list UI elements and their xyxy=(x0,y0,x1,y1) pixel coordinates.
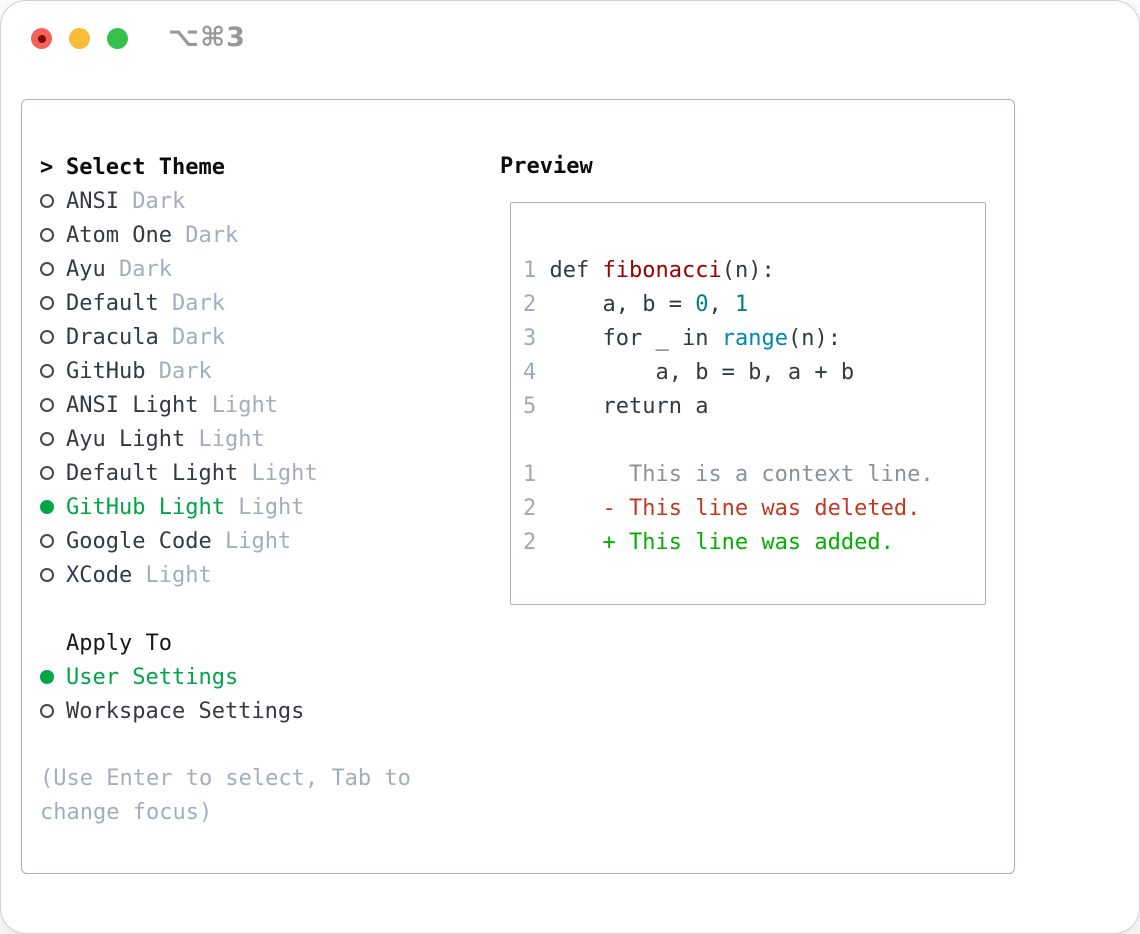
radio-selected-icon xyxy=(40,670,66,684)
spacer xyxy=(40,728,460,762)
theme-option-label: Ayu Light Light xyxy=(66,426,265,452)
theme-list-header: > Select Theme xyxy=(40,150,460,184)
theme-variant-tag: Dark xyxy=(171,290,225,316)
theme-option-label: Google Code Light xyxy=(66,528,292,554)
radio-icon xyxy=(40,296,66,310)
code-line: 1 def fibonacci(n): xyxy=(523,258,775,283)
code-line: 2 + This line was added. xyxy=(523,530,894,555)
code-line: 1 This is a context line. xyxy=(523,462,934,487)
theme-option-google-code[interactable]: Google Code Light xyxy=(40,524,460,558)
theme-variant-tag: Light xyxy=(224,528,292,554)
line-number: 1 xyxy=(523,462,550,487)
code-line: 2 - This line was deleted. xyxy=(523,496,921,521)
preview-title: Preview xyxy=(500,154,593,179)
theme-option-default[interactable]: Default Dark xyxy=(40,286,460,320)
radio-icon xyxy=(40,534,66,548)
theme-option-label: ANSI Dark xyxy=(66,188,186,214)
theme-option-atom-one[interactable]: Atom One Dark xyxy=(40,218,460,252)
window-title: ⌥⌘3 xyxy=(168,22,246,53)
theme-option-ayu[interactable]: Ayu Dark xyxy=(40,252,460,286)
radio-icon xyxy=(40,194,66,208)
spacer xyxy=(40,592,460,626)
line-number: 2 xyxy=(523,496,550,521)
apply-to-header: Apply To xyxy=(40,626,460,660)
apply-option-label: User Settings xyxy=(66,664,239,690)
apply-option-user-settings[interactable]: User Settings xyxy=(40,660,460,694)
theme-option-ayu-light[interactable]: Ayu Light Light xyxy=(40,422,460,456)
radio-selected-icon xyxy=(40,500,66,514)
preview-box: 1 def fibonacci(n): 2 a, b = 0, 1 3 for _ … xyxy=(510,202,986,605)
radio-icon xyxy=(40,364,66,378)
theme-option-label: ANSI Light Light xyxy=(66,392,278,418)
code-line: 4 a, b = b, a + b xyxy=(523,360,855,385)
apply-option-workspace-settings[interactable]: Workspace Settings xyxy=(40,694,460,728)
code-line xyxy=(523,424,985,458)
line-number: 5 xyxy=(523,394,550,419)
radio-icon xyxy=(40,432,66,446)
traffic-lights xyxy=(31,28,128,49)
zoom-button[interactable] xyxy=(107,28,128,49)
close-button[interactable] xyxy=(31,28,52,49)
theme-variant-tag: Dark xyxy=(119,256,172,282)
radio-icon xyxy=(40,262,66,276)
theme-variant-tag: Light xyxy=(238,494,305,520)
line-number: 2 xyxy=(523,292,550,317)
code-line: 2 a, b = 0, 1 xyxy=(523,292,749,317)
theme-option-xcode[interactable]: XCode Light xyxy=(40,558,460,592)
theme-option-label: Default Dark xyxy=(66,290,225,316)
theme-variant-tag: Dark xyxy=(171,324,225,350)
code-line: 3 for _ in range(n): xyxy=(523,326,841,351)
apply-option-label: Workspace Settings xyxy=(66,698,305,724)
code-line: 5 return a xyxy=(523,394,709,419)
theme-variant-tag: Light xyxy=(145,562,212,588)
radio-icon xyxy=(40,228,66,242)
theme-variant-tag: Light xyxy=(198,426,265,452)
focus-caret-icon: > xyxy=(40,154,54,180)
line-number: 2 xyxy=(523,530,550,555)
theme-option-ansi-light[interactable]: ANSI Light Light xyxy=(40,388,460,422)
radio-icon xyxy=(40,704,66,718)
theme-option-github[interactable]: GitHub Dark xyxy=(40,354,460,388)
code-preview: 1 def fibonacci(n): 2 a, b = 0, 1 3 for _ … xyxy=(511,203,985,560)
line-number: 4 xyxy=(523,360,550,385)
close-dot-icon xyxy=(37,34,46,43)
theme-option-dracula[interactable]: Dracula Dark xyxy=(40,320,460,354)
theme-variant-tag: Light xyxy=(251,460,318,486)
line-number: 3 xyxy=(523,326,550,351)
theme-option-label: XCode Light xyxy=(66,562,212,588)
line-number: 1 xyxy=(523,258,550,283)
theme-variant-tag: Dark xyxy=(132,188,186,214)
theme-variant-tag: Dark xyxy=(158,358,212,384)
theme-variant-tag: Light xyxy=(211,392,278,418)
theme-option-default-light[interactable]: Default Light Light xyxy=(40,456,460,490)
theme-option-label: Atom One Dark xyxy=(66,222,239,248)
radio-icon xyxy=(40,330,66,344)
theme-option-ansi[interactable]: ANSI Dark xyxy=(40,184,460,218)
minimize-button[interactable] xyxy=(69,28,90,49)
theme-option-label: Dracula Dark xyxy=(66,324,225,350)
apply-to-title: Apply To xyxy=(66,630,172,656)
theme-list-title: Select Theme xyxy=(66,154,225,180)
theme-option-label: GitHub Light Light xyxy=(66,494,305,520)
radio-icon xyxy=(40,466,66,480)
theme-option-label: GitHub Dark xyxy=(66,358,212,384)
theme-option-label: Ayu Dark xyxy=(66,256,172,282)
theme-option-label: Default Light Light xyxy=(66,460,318,486)
theme-variant-tag: Dark xyxy=(185,222,239,248)
radio-icon xyxy=(40,568,66,582)
theme-option-github-light[interactable]: GitHub Light Light xyxy=(40,490,460,524)
help-text: (Use Enter to select, Tab to change focu… xyxy=(40,766,411,825)
radio-icon xyxy=(40,398,66,412)
